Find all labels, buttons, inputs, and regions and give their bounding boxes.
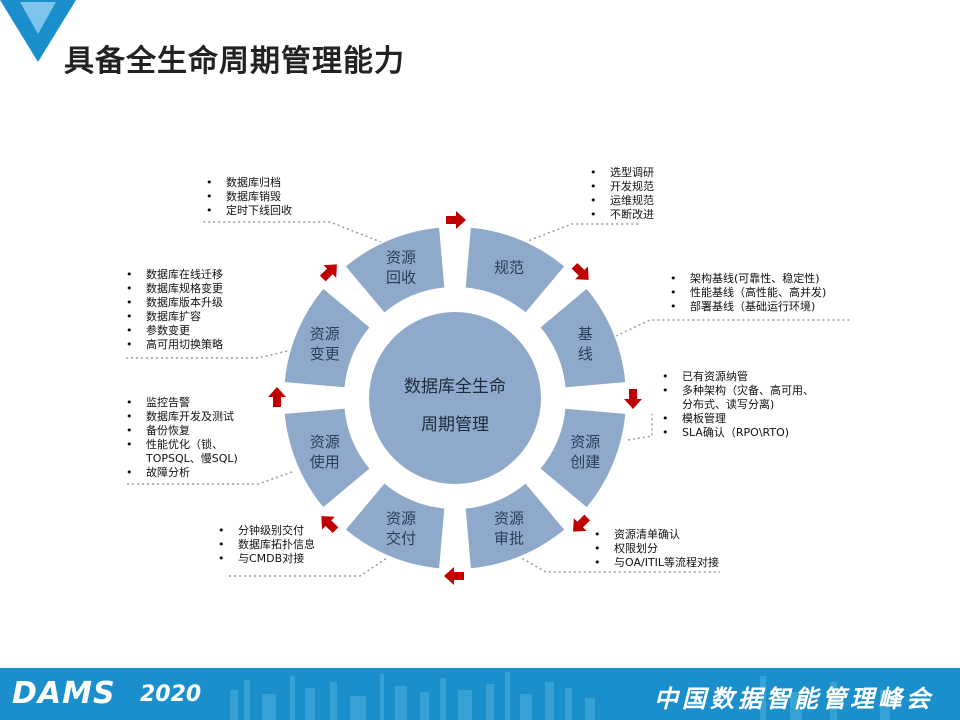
flow-arrow-icon (444, 567, 464, 585)
note-chuangjian: 已有资源纳管 多种架构（灾备、高可用、 分布式、读写分离) 模板管理 SLA确认… (656, 370, 814, 440)
note-item: 选型调研 (584, 166, 654, 180)
note-item: 架构基线(可靠性、稳定性) (664, 272, 826, 286)
note-item: 资源清单确认 (588, 528, 719, 542)
note-item: 性能基线（高性能、高并发) (664, 286, 826, 300)
connector-line (627, 414, 653, 441)
segment-label-huishou: 回收 (386, 269, 416, 287)
connector-line (124, 349, 293, 359)
segment-label-guifan: 规范 (494, 259, 524, 277)
note-guifan: 选型调研 开发规范 运维规范 不断改进 (584, 166, 654, 222)
segment-label-biangeng: 变更 (310, 345, 340, 363)
note-item: 与CMDB对接 (212, 552, 315, 566)
connector-line (615, 319, 852, 337)
note-item: 开发规范 (584, 180, 654, 194)
connector-line (200, 221, 387, 245)
connector-line (517, 555, 720, 573)
note-item: 参数变更 (120, 324, 223, 338)
note-item: 数据库版本升级 (120, 296, 223, 310)
footer-year: 2020 (140, 682, 202, 707)
summit-name: 中国数据智能管理峰会 (654, 685, 934, 713)
segment-label-shenpi: 资源 (494, 509, 524, 527)
note-item: 数据库开发及测试 (120, 410, 238, 424)
segment-label-chuangjian: 创建 (570, 453, 600, 471)
segment-chuangjian (537, 406, 628, 510)
segment-shiyong (282, 406, 373, 510)
note-item: SLA确认（RPO\RTO) (656, 426, 814, 440)
note-shenpi: 资源清单确认 权限划分 与OA/ITIL等流程对接 (588, 528, 719, 570)
segment-label-biangeng: 资源 (310, 325, 340, 343)
note-item: TOPSQL、慢SQL) (146, 452, 238, 465)
flow-arrow-icon (319, 264, 337, 282)
segment-jixian (537, 286, 628, 390)
center-circle (367, 310, 543, 486)
center-label-line1: 数据库全生命 (404, 377, 506, 397)
note-item: 故障分析 (120, 466, 238, 480)
connector-line (226, 555, 391, 577)
flow-arrow-icon (321, 516, 339, 534)
segment-label-jiaofu: 资源 (386, 509, 416, 527)
segment-label-jixian: 线 (578, 345, 593, 363)
brand-logo-text: DAMS (12, 676, 116, 711)
segment-label-shenpi: 审批 (494, 529, 524, 547)
center-label-line2: 周期管理 (421, 415, 489, 435)
flow-arrow-icon (573, 514, 591, 532)
segment-label-jiaofu: 交付 (386, 529, 416, 547)
page-title: 具备全生命周期管理能力 (64, 44, 405, 79)
note-item: 不断改进 (584, 208, 654, 222)
segment-biangeng (282, 286, 373, 390)
note-item: 部署基线（基础运行环境) (664, 300, 826, 314)
city-skyline-icon (230, 672, 890, 720)
note-item: 数据库拓扑信息 (212, 538, 315, 552)
note-item: 运维规范 (584, 194, 654, 208)
logo-triangle-icon (0, 0, 76, 62)
note-item: 数据库销毁 (200, 190, 292, 204)
note-item: 数据库扩容 (120, 310, 223, 324)
note-item: 定时下线回收 (200, 204, 292, 218)
flow-arrow-icon (446, 211, 466, 229)
segment-jiaofu (343, 480, 447, 571)
note-item: 备份恢复 (120, 424, 238, 438)
connector-line (519, 223, 640, 245)
note-item: 数据库在线迁移 (120, 268, 223, 282)
segment-huishou (343, 225, 447, 316)
note-item: 分钟级别交付 (212, 524, 315, 538)
segment-label-shiyong: 资源 (310, 433, 340, 451)
note-item: 已有资源纳管 (656, 370, 814, 384)
note-item: 性能优化（锁、 (120, 438, 238, 452)
note-item: 监控告警 (120, 396, 238, 410)
note-item: 与OA/ITIL等流程对接 (588, 556, 719, 570)
flow-arrow-icon (268, 387, 286, 407)
note-item: 权限划分 (588, 542, 719, 556)
note-item: 高可用切换策略 (120, 338, 223, 352)
footer-banner: DAMS 2020 中国数据智能管理峰会 (0, 668, 960, 720)
note-item: 分布式、读写分离) (682, 398, 775, 411)
note-jixian: 架构基线(可靠性、稳定性) 性能基线（高性能、高并发) 部署基线（基础运行环境) (664, 272, 826, 314)
note-item: 多种架构（灾备、高可用、 (656, 384, 814, 398)
segment-label-chuangjian: 资源 (570, 433, 600, 451)
segment-label-shiyong: 使用 (310, 453, 340, 471)
note-item: 数据库规格变更 (120, 282, 223, 296)
flow-arrow-icon (571, 262, 589, 280)
flow-arrow-icon (624, 389, 642, 409)
note-biangeng: 数据库在线迁移 数据库规格变更 数据库版本升级 数据库扩容 参数变更 高可用切换… (120, 268, 223, 352)
segment-guifan (463, 225, 567, 316)
segment-shenpi (463, 480, 567, 571)
segment-label-jixian: 基 (578, 325, 593, 343)
note-shiyong: 监控告警 数据库开发及测试 备份恢复 性能优化（锁、 TOPSQL、慢SQL) … (120, 396, 238, 480)
note-item: 数据库归档 (200, 176, 292, 190)
segment-label-huishou: 资源 (386, 249, 416, 267)
note-huishou: 数据库归档 数据库销毁 定时下线回收 (200, 176, 292, 218)
connector-line (124, 471, 293, 485)
note-item: 模板管理 (656, 412, 814, 426)
note-jiaofu: 分钟级别交付 数据库拓扑信息 与CMDB对接 (212, 524, 315, 566)
